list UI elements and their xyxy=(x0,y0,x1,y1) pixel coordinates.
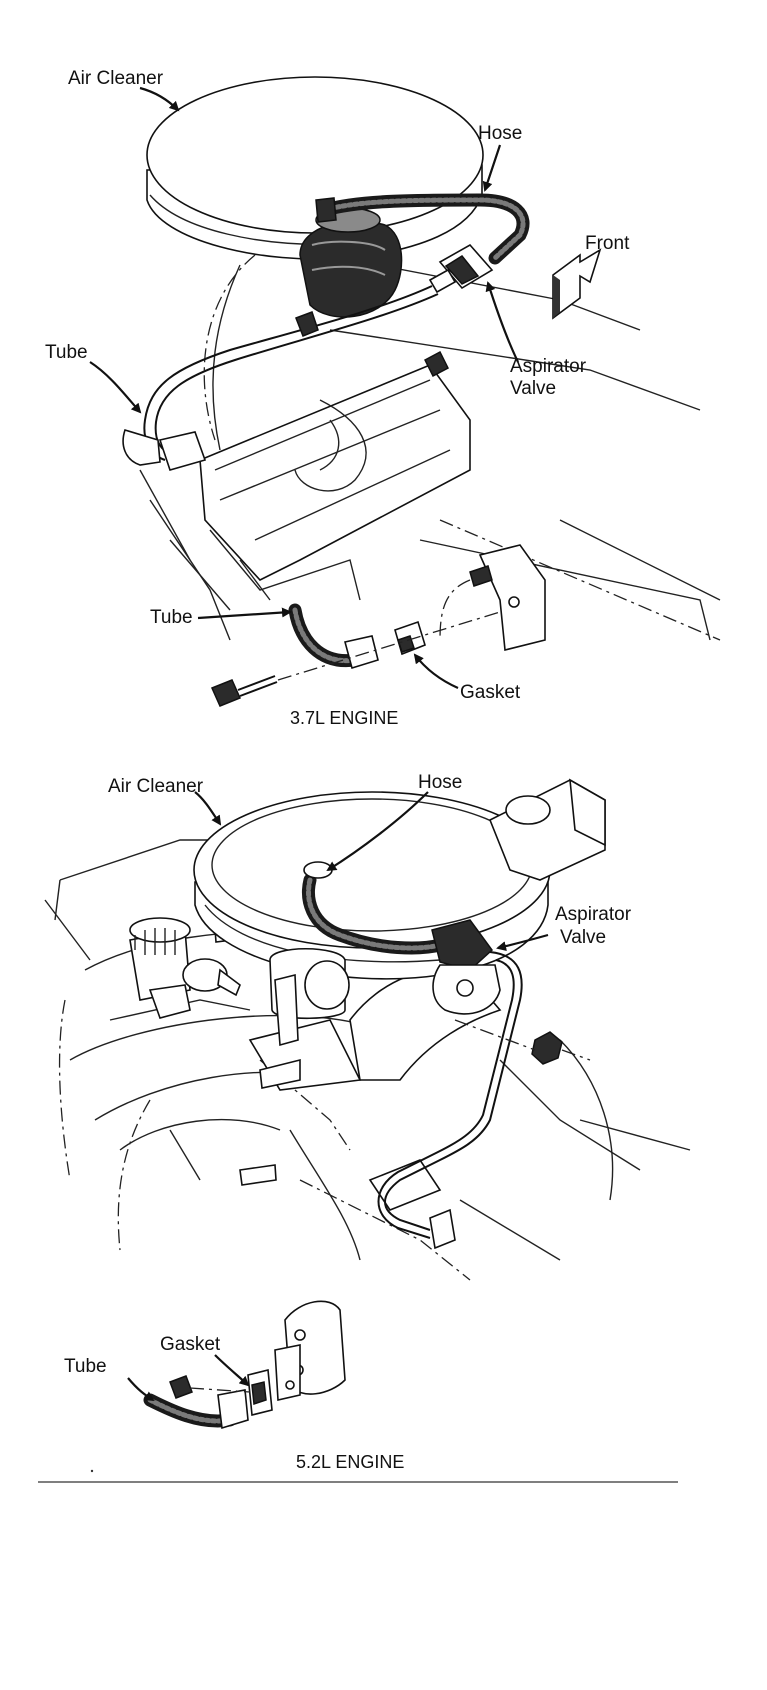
label-tube-3-7l: Tube xyxy=(45,342,88,363)
label-aspirator-valve-5-2l-line2: Valve xyxy=(560,927,606,948)
air-cleaner-snorkel xyxy=(488,778,606,881)
aspirator-valve-3-7l xyxy=(428,243,494,294)
bolt-valve-cover xyxy=(295,311,449,378)
label-aspirator-valve-5-2l-line1: Aspirator xyxy=(555,904,632,925)
aspirator-valve-5-2l xyxy=(431,919,501,1015)
engine-3-7l-illustration: Air Cleaner Hose Front Tube Aspirator Va… xyxy=(45,68,721,728)
stray-dot xyxy=(90,1469,94,1473)
lower-tube-3-7l xyxy=(288,603,379,670)
tube-5-2l-lower xyxy=(143,1375,251,1430)
filter-element xyxy=(269,948,350,1047)
air-cleaner-3-7l xyxy=(146,76,484,260)
gasket-3-7l xyxy=(394,620,426,656)
nut-5-2l xyxy=(454,1019,591,1065)
label-tube-5-2l: Tube xyxy=(64,1356,107,1377)
caption-5-2l-engine: 5.2L ENGINE xyxy=(296,1452,404,1472)
gasket-5-2l xyxy=(247,1368,273,1417)
hose-3-7l xyxy=(315,193,530,265)
valve-cover xyxy=(199,364,471,601)
label-air-cleaner-5-2l: Air Cleaner xyxy=(108,776,204,797)
label-front: Front xyxy=(585,233,630,254)
label-air-cleaner-3-7l: Air Cleaner xyxy=(68,68,164,89)
front-arrow-icon xyxy=(552,248,602,320)
label-gasket-5-2l: Gasket xyxy=(160,1334,221,1355)
manifold-bracket-5-2l xyxy=(274,1300,346,1401)
label-gasket-3-7l: Gasket xyxy=(460,682,521,703)
label-aspirator-valve-3-7l-line2: Valve xyxy=(510,378,556,399)
manifold-bracket xyxy=(439,544,546,652)
tube-5-2l-route xyxy=(377,951,523,1250)
bolt-3-7l xyxy=(210,611,501,707)
label-aspirator-valve-3-7l-line1: Aspirator xyxy=(510,356,587,377)
carburetor-5-2l xyxy=(129,917,241,1019)
label-hose-5-2l: Hose xyxy=(418,772,462,793)
label-tube-lower-3-7l: Tube xyxy=(150,607,193,628)
caption-3-7l-engine: 3.7L ENGINE xyxy=(290,708,398,728)
tube-3-7l xyxy=(122,285,439,471)
label-hose-3-7l: Hose xyxy=(478,123,522,144)
engine-5-2l-illustration: Air Cleaner Hose Aspirator Valve Gasket … xyxy=(44,772,691,1472)
